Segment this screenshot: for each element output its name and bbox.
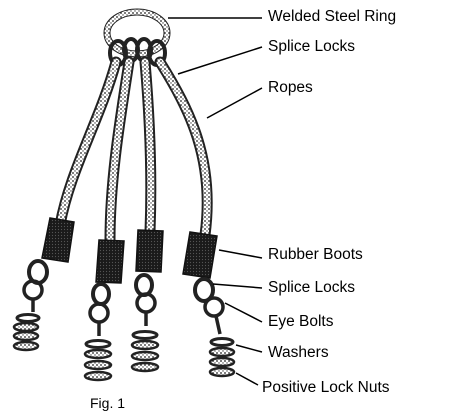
rubber-boots [42, 218, 217, 283]
label-splice-locks-top: Splice Locks [268, 38, 355, 56]
label-splice-locks-bottom: Splice Locks [268, 279, 355, 297]
label-eye-bolts: Eye Bolts [268, 313, 333, 331]
ropes [60, 62, 207, 240]
label-rubber-boots: Rubber Boots [268, 246, 363, 264]
lock-nuts [14, 323, 234, 380]
label-ropes: Ropes [268, 79, 313, 97]
washers [17, 315, 233, 348]
leader-lines [168, 18, 262, 385]
label-washers: Washers [268, 344, 329, 362]
label-welded-steel-ring: Welded Steel Ring [268, 8, 396, 26]
label-positive-lock-nuts: Positive Lock Nuts [262, 379, 390, 397]
